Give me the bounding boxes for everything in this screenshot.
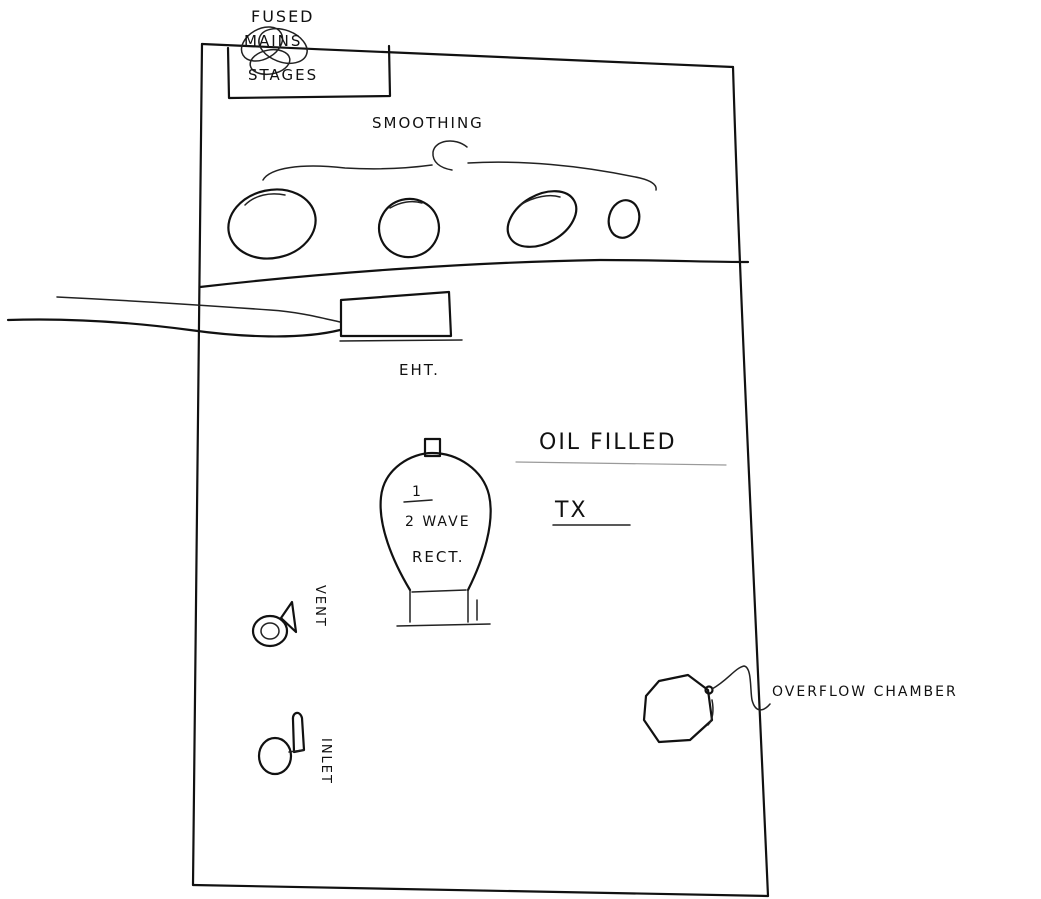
label-mains: MAINS xyxy=(244,32,302,50)
label-stages: STAGES xyxy=(248,66,318,84)
section-divider xyxy=(200,260,748,287)
label-overflow-chamber: OVERFLOW CHAMBER xyxy=(772,684,958,700)
label-fused: FUSED xyxy=(251,7,315,26)
smoothing-bracket xyxy=(263,141,656,190)
rectifier-valve xyxy=(381,439,491,626)
capacitor-2 xyxy=(373,192,446,264)
inlet-fitting xyxy=(259,713,304,774)
capacitor-4 xyxy=(605,197,644,241)
label-valve-rect: RECT. xyxy=(412,548,465,566)
label-valve-full-wave: 2 WAVE xyxy=(405,514,471,530)
label-valve-fraction-numerator: 1 xyxy=(412,484,423,500)
vent-fitting xyxy=(253,602,296,646)
eht-box xyxy=(340,292,462,341)
label-inlet: INLET xyxy=(318,738,333,785)
capacitor-3 xyxy=(498,180,586,259)
label-tx: TX xyxy=(554,498,588,523)
label-smoothing: SMOOTHING xyxy=(372,114,484,132)
label-vent: VENT xyxy=(312,585,327,628)
label-oil-filled: OIL FILLED xyxy=(539,430,677,455)
tank-outline xyxy=(193,44,768,896)
oil-filled-underline xyxy=(516,462,726,465)
overflow-chamber xyxy=(644,666,770,742)
label-eht: EHT. xyxy=(399,361,440,379)
eht-lead xyxy=(8,297,340,336)
